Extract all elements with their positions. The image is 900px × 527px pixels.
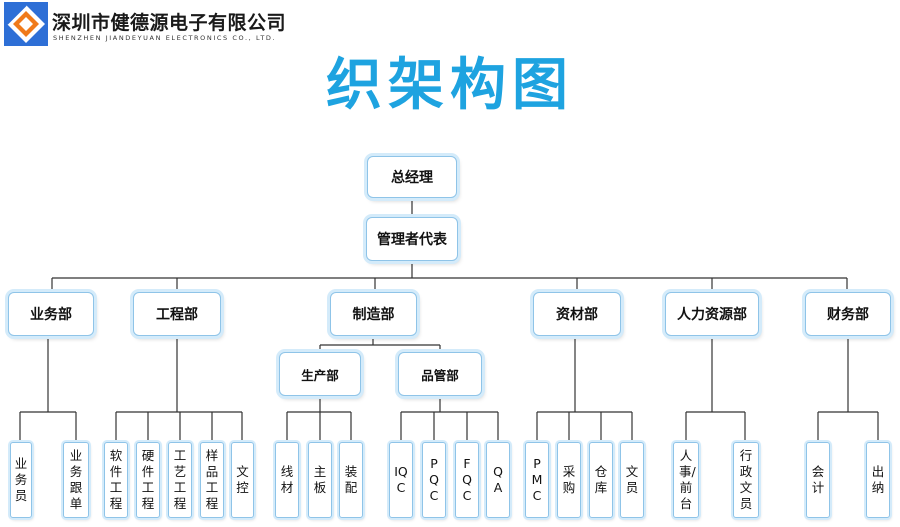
leaf-role: 线材 <box>275 442 299 518</box>
company-name-en: SHENZHEN JIANDEYUAN ELECTRONICS CO., LTD… <box>53 34 277 42</box>
leaf-role: 软件工程 <box>104 442 128 518</box>
node-dept-materials: 资材部 <box>533 292 621 336</box>
node-quality: 品管部 <box>398 352 482 396</box>
company-name-cn: 深圳市健德源电子有限公司 <box>52 12 287 34</box>
leaf-role: 文控 <box>231 442 254 518</box>
leaf-role: 工艺工程 <box>168 442 192 518</box>
leaf-role: 行政文员 <box>733 442 759 518</box>
leaf-role: 样品工程 <box>200 442 224 518</box>
leaf-role: 人事/前台 <box>673 442 699 518</box>
node-production: 生产部 <box>279 352 361 396</box>
leaf-role: 主板 <box>308 442 332 518</box>
leaf-role: PMC <box>525 442 549 518</box>
leaf-role: 业务跟单 <box>63 442 89 518</box>
node-general-manager: 总经理 <box>367 156 457 198</box>
leaf-role: 采购 <box>557 442 581 518</box>
leaf-role: FQC <box>455 442 479 518</box>
leaf-role: 出纳 <box>866 442 890 518</box>
leaf-role: PQC <box>422 442 446 518</box>
leaf-role: IQC <box>389 442 413 518</box>
node-dept-sales: 业务部 <box>8 292 94 336</box>
leaf-role: 硬件工程 <box>136 442 160 518</box>
leaf-role: QA <box>486 442 510 518</box>
node-management-rep: 管理者代表 <box>366 217 458 261</box>
node-dept-hr: 人力资源部 <box>665 292 759 336</box>
leaf-role: 文员 <box>620 442 644 518</box>
node-dept-engineering: 工程部 <box>133 292 221 336</box>
company-logo <box>4 2 48 46</box>
page-title: 织架构图 <box>326 52 574 118</box>
leaf-role: 业务员 <box>10 442 32 518</box>
leaf-role: 会计 <box>806 442 830 518</box>
node-dept-finance: 财务部 <box>805 292 891 336</box>
leaf-role: 装配 <box>339 442 363 518</box>
leaf-role: 仓库 <box>589 442 613 518</box>
node-dept-manufacturing: 制造部 <box>330 292 417 336</box>
